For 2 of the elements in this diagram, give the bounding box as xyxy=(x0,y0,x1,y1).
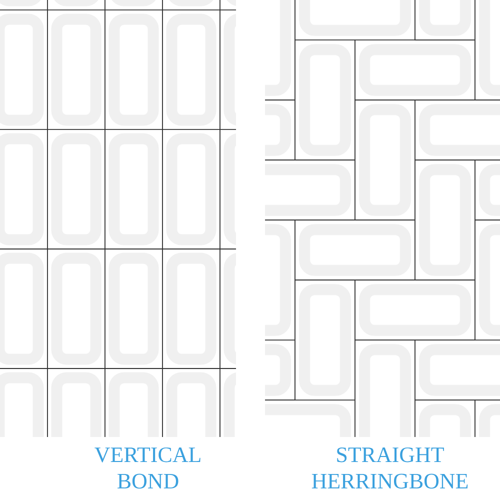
pattern-label: VERTICAL BOND xyxy=(94,447,200,489)
pattern-label: STRAIGHT HERRINGBONE xyxy=(312,447,468,489)
